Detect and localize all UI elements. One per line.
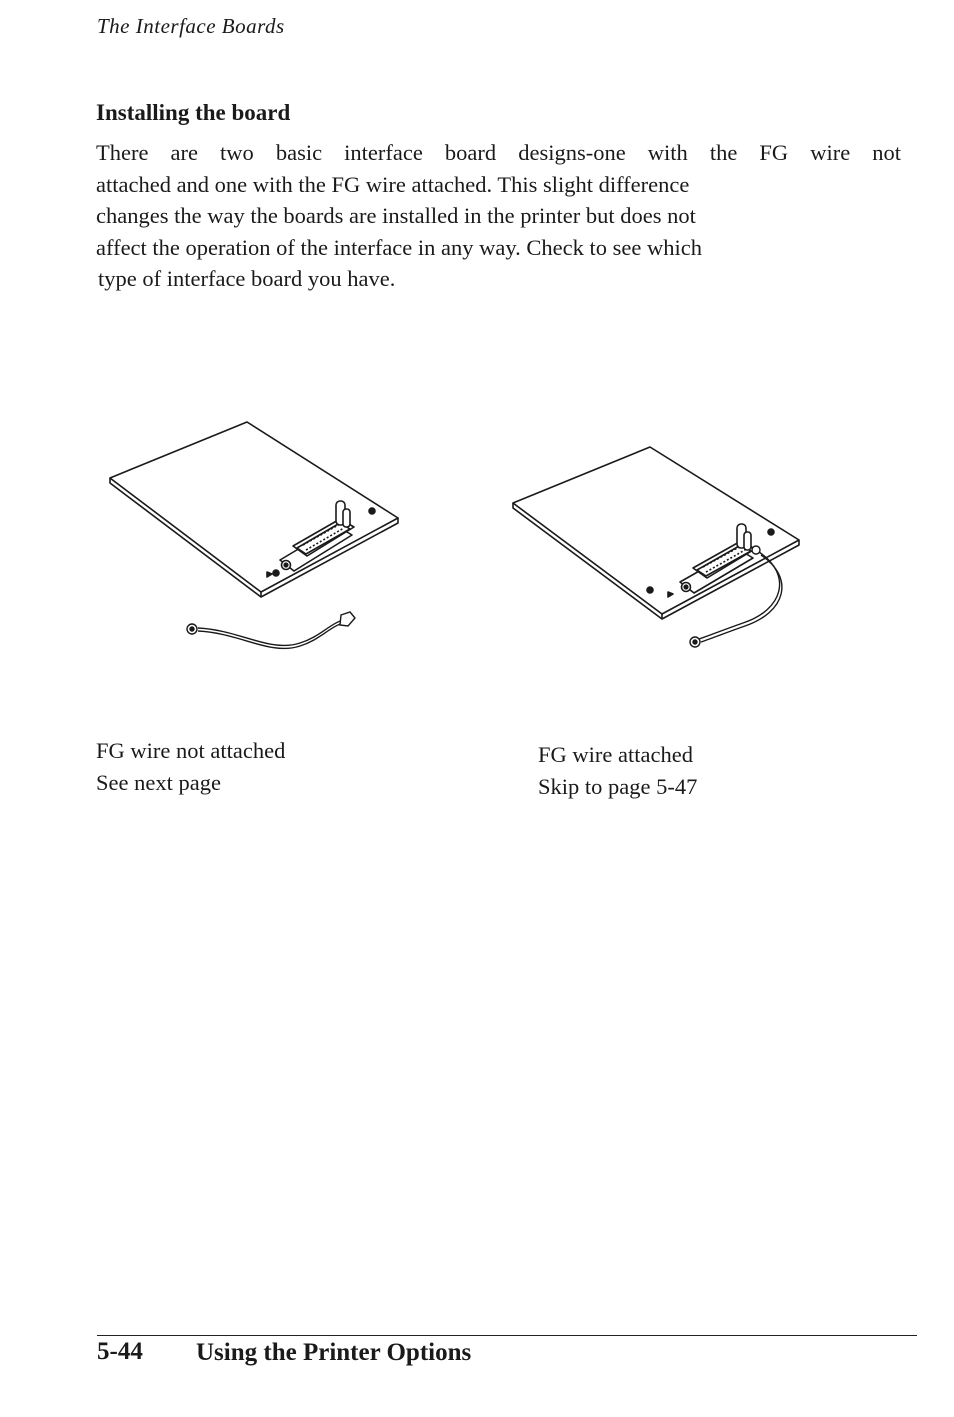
body-line: changes the way the boards are installed… bbox=[96, 203, 696, 228]
body-line: There are two basic interface board desi… bbox=[96, 140, 901, 165]
caption-title: FG wire not attached bbox=[96, 738, 286, 763]
board-illustration-wire-attached bbox=[512, 446, 800, 648]
board-illustration-wire-detached bbox=[109, 421, 399, 650]
body-paragraph: There are two basic interface board desi… bbox=[96, 137, 901, 295]
figure-caption-wire-attached: FG wire attached Skip to page 5-47 bbox=[538, 739, 697, 803]
body-line: attached and one with the FG wire attach… bbox=[96, 171, 690, 197]
caption-instruction: Skip to page 5-47 bbox=[538, 774, 698, 799]
section-heading: Installing the board bbox=[96, 100, 291, 125]
caption-title: FG wire attached bbox=[538, 742, 693, 767]
body-line: affect the operation of the interface in… bbox=[96, 234, 702, 260]
figure-caption-wire-detached: FG wire not attached See next page bbox=[96, 735, 285, 799]
page-number: 5-44 bbox=[97, 1338, 143, 1365]
footer-rule bbox=[97, 1335, 917, 1336]
running-head: The Interface Boards bbox=[97, 14, 285, 38]
chapter-title: Using the Printer Options bbox=[196, 1339, 472, 1366]
body-line: type of interface board you have. bbox=[98, 266, 396, 291]
caption-instruction: See next page bbox=[96, 770, 221, 795]
